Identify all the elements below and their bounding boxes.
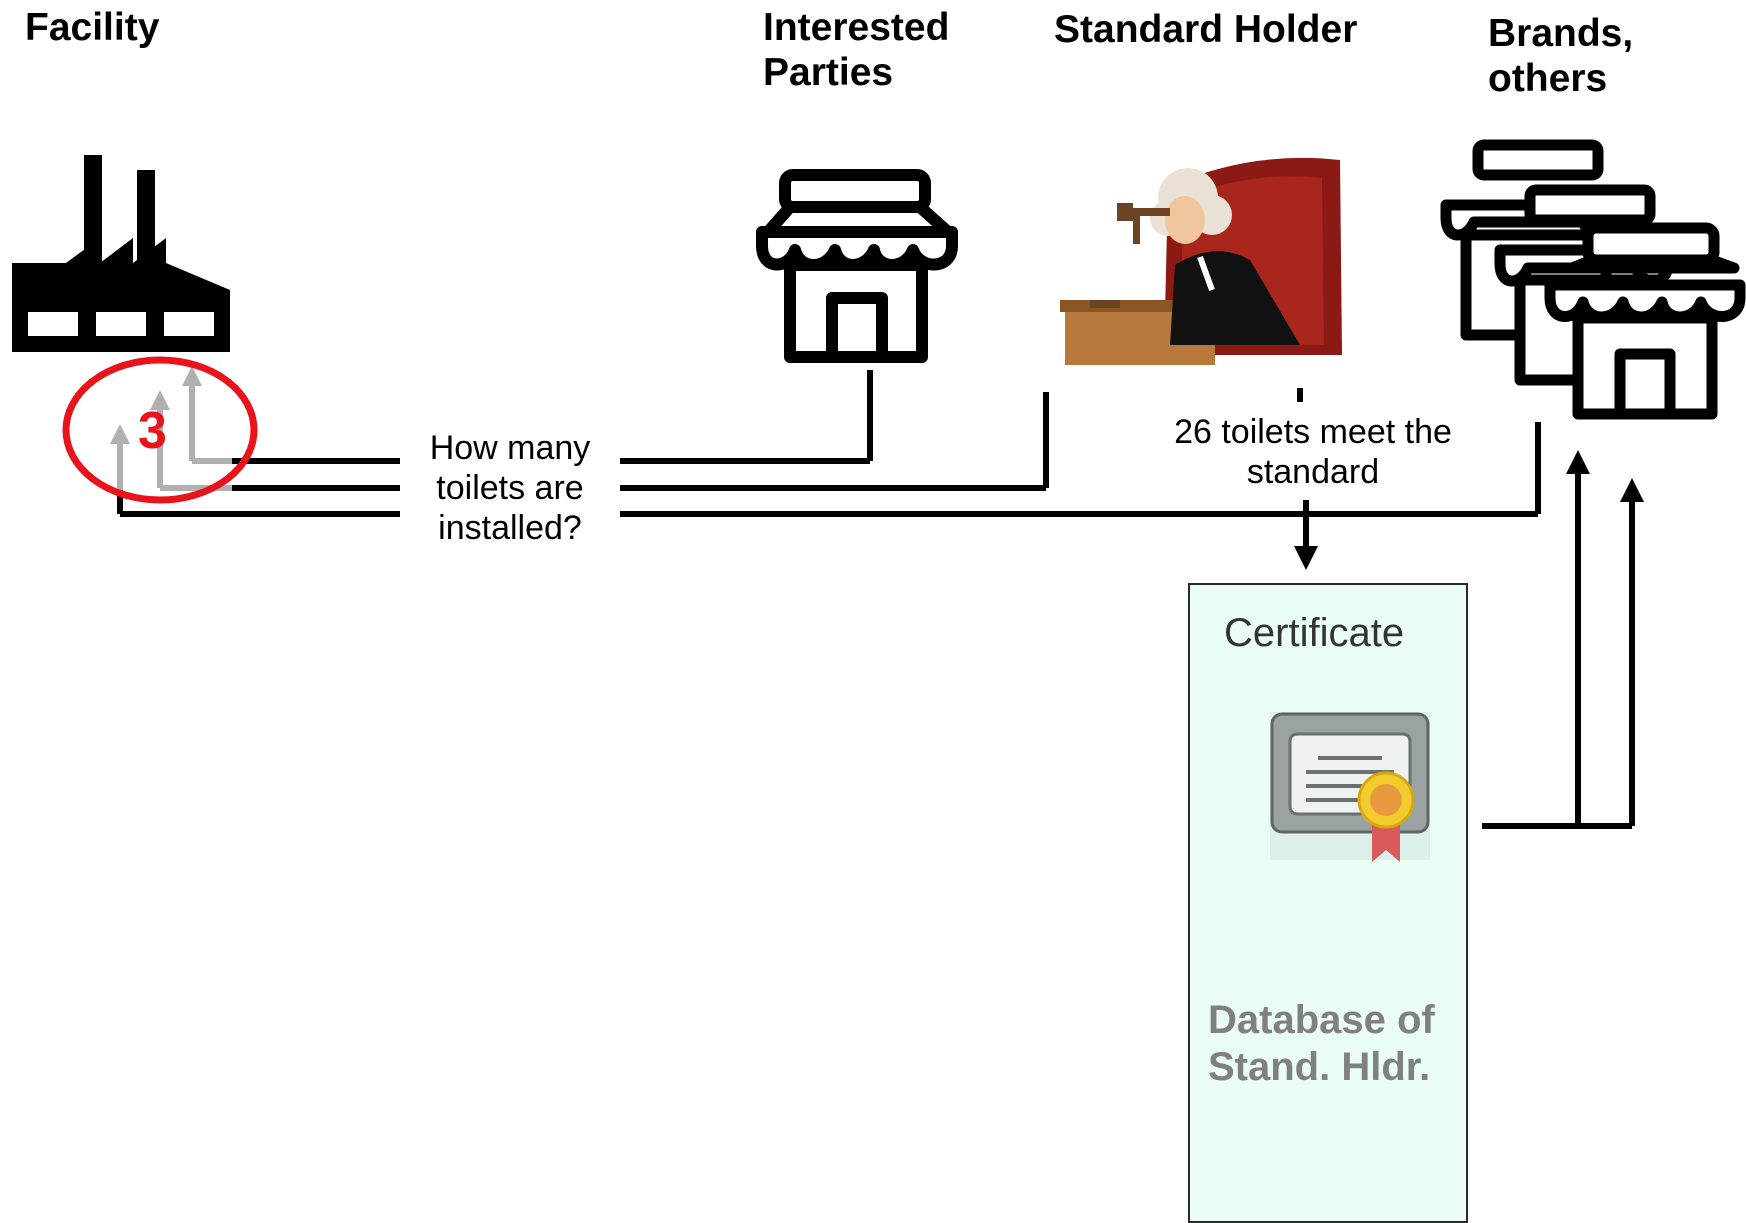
database-label: Database of Stand. Hldr. [1208, 998, 1435, 1089]
connector-lines [117, 370, 1644, 829]
answer-label: 26 toilets meet the standard [1174, 413, 1452, 491]
factory-icon [12, 155, 230, 352]
highlight-ellipse [62, 356, 258, 504]
judge-icon [1060, 157, 1342, 365]
faded-arrows [110, 366, 232, 491]
header-facility: Facility [25, 6, 160, 49]
header-standard-holder: Standard Holder [1054, 8, 1358, 51]
stacked-storefronts-icon [1440, 139, 1746, 420]
header-interested-parties: Interested Parties [763, 6, 950, 94]
certificate-title: Certificate [1224, 611, 1405, 655]
badge-number: 3 [138, 402, 167, 460]
question-label: How many toilets are installed? [429, 429, 591, 547]
header-brands-others: Brands, others [1488, 12, 1634, 100]
storefront-icon [756, 169, 958, 363]
certificate-ribbon-icon [1270, 712, 1430, 862]
